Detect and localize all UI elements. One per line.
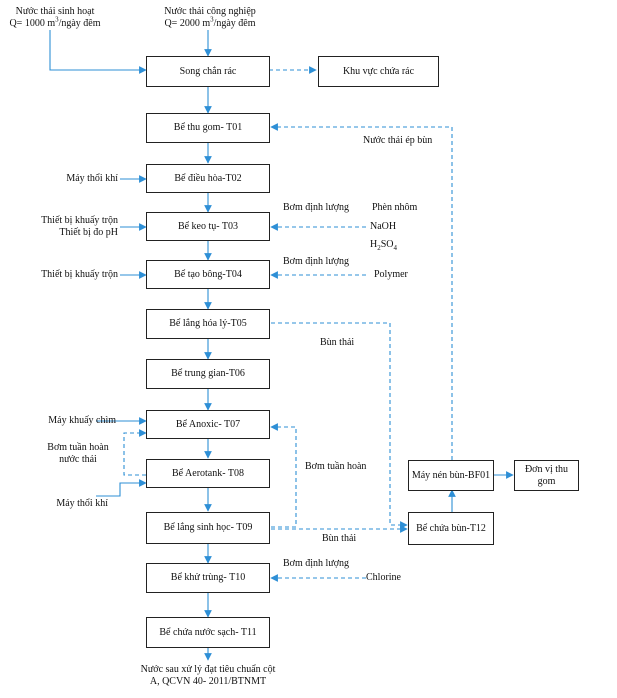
box-t06-label: Bể trung gian-T06 bbox=[171, 368, 245, 380]
box-t02[interactable]: Bể điều hòa-T02 bbox=[146, 164, 270, 193]
output-line2: A, QCVN 40- 2011/BTNMT bbox=[149, 675, 267, 687]
box-t11-label: Bể chứa nước sạch- T11 bbox=[159, 626, 257, 638]
naoh-label: NaOH bbox=[370, 221, 397, 232]
box-t07[interactable]: Bể Anoxic- T07 bbox=[146, 410, 270, 439]
sludge-1-label: Bùn thải bbox=[320, 337, 355, 348]
domestic-flow-sup: 3 bbox=[55, 15, 59, 24]
box-t11[interactable]: Bể chứa nước sạch- T11 bbox=[146, 617, 270, 648]
mixer-ph-label-line2: Thiết bị đo pH bbox=[59, 226, 118, 238]
box-collector-label: Đơn vị thu gom bbox=[524, 464, 569, 487]
alum-label: Phèn nhôm bbox=[372, 202, 418, 213]
sludge-t05-line bbox=[271, 322, 408, 529]
box-t05[interactable]: Bể lắng hóa lý-T05 bbox=[146, 309, 270, 339]
box-t01-label: Bể thu gom- T01 bbox=[173, 122, 243, 134]
h2so4-so: SO bbox=[380, 239, 394, 250]
air-blower-1-label: Máy thổi khí bbox=[66, 173, 118, 184]
dosing-pump-3-label: Bơm định lượng bbox=[283, 558, 350, 569]
dosing-pump-2-label: Bơm định lượng bbox=[283, 256, 350, 267]
box-t08-label: Bể Aerotank- T08 bbox=[171, 467, 245, 479]
air-blower-2-label: Máy thổi khí bbox=[56, 498, 108, 509]
press-water-label: Nước thải ép bùn bbox=[363, 135, 433, 146]
press-water-return-line bbox=[270, 123, 453, 460]
box-t12-label: Bể chứa bùn-T12 bbox=[416, 522, 486, 534]
box-t12[interactable]: Bể chứa bùn-T12 bbox=[408, 512, 494, 545]
box-t03-label: Bể keo tụ- T03 bbox=[177, 220, 239, 232]
mixer-ph-label-line1: Thiết bị khuấy trộn bbox=[41, 215, 118, 226]
polymer-label: Polymer bbox=[374, 269, 408, 280]
box-t09[interactable]: Bể lắng sinh học- T09 bbox=[146, 512, 270, 544]
recirc-pump-label-line2: nước thải bbox=[59, 453, 97, 465]
box-t07-label: Bể Anoxic- T07 bbox=[175, 418, 241, 430]
box-t10[interactable]: Bể khử trùng- T10 bbox=[146, 563, 270, 593]
output-line1: Nước sau xử lý đạt tiêu chuẩn cột bbox=[140, 664, 276, 675]
box-t01[interactable]: Bể thu gom- T01 bbox=[146, 113, 270, 143]
h2so4-sub1: 2 bbox=[377, 244, 381, 252]
domestic-input-label: Nước thải sinh hoạt Q= 1000 m3/ngày đêm bbox=[5, 6, 105, 29]
industrial-input-label: Nước thải công nghiệp Q= 2000 m3/ngày đê… bbox=[155, 6, 265, 29]
box-waste-area[interactable]: Khu vực chứa rác bbox=[318, 56, 439, 87]
water-recirc-line bbox=[123, 429, 147, 476]
box-bf01-label: Máy nén bùn-BF01 bbox=[411, 469, 491, 481]
box-t04[interactable]: Bể tạo bông-T04 bbox=[146, 260, 270, 289]
h2so4-sub2: 4 bbox=[393, 244, 398, 252]
domestic-line1: Nước thải sinh hoạt bbox=[15, 6, 95, 17]
industrial-flow-value: Q= 2000 m bbox=[164, 17, 211, 29]
domestic-flow-value: Q= 1000 m bbox=[9, 17, 56, 29]
box-collector[interactable]: Đơn vị thu gom bbox=[514, 460, 579, 491]
submersible-mixer-label: Máy khuấy chìm bbox=[48, 415, 116, 426]
chlorine-label: Chlorine bbox=[366, 572, 401, 583]
mixer-label: Thiết bị khuấy trộn bbox=[41, 269, 118, 280]
industrial-flow: Q= 2000 m3/ngày đêm bbox=[155, 15, 265, 30]
box-t05-label: Bể lắng hóa lý-T05 bbox=[169, 318, 247, 330]
air-blower-2-line bbox=[96, 479, 147, 497]
box-t08[interactable]: Bể Aerotank- T08 bbox=[146, 459, 270, 488]
box-t04-label: Bể tạo bông-T04 bbox=[174, 268, 242, 280]
domestic-inlet-line bbox=[49, 30, 147, 74]
industrial-flow-unit: /ngày đêm bbox=[213, 17, 256, 29]
sludge-recirc-label: Bơm tuần hoàn bbox=[305, 461, 367, 472]
domestic-flow: Q= 1000 m3/ngày đêm bbox=[5, 15, 105, 30]
treated-water-output-label: Nước sau xử lý đạt tiêu chuẩn cột A, QCV… bbox=[118, 664, 298, 687]
h2so4-h: H bbox=[370, 239, 378, 250]
recirc-pump-label: Bơm tuần hoàn nước thải bbox=[38, 442, 118, 465]
industrial-flow-sup: 3 bbox=[210, 15, 214, 24]
recirc-pump-label-line1: Bơm tuần hoàn bbox=[47, 442, 109, 453]
box-screen-label: Song chắn rác bbox=[179, 65, 237, 77]
box-t03[interactable]: Bể keo tụ- T03 bbox=[146, 212, 270, 241]
industrial-line1: Nước thải công nghiệp bbox=[164, 6, 256, 17]
box-t02-label: Bể điều hòa-T02 bbox=[174, 172, 242, 184]
dosing-pump-1-label: Bơm định lượng bbox=[283, 202, 350, 213]
sludge-2-label: Bùn thải bbox=[322, 533, 357, 544]
box-bf01[interactable]: Máy nén bùn-BF01 bbox=[408, 460, 494, 491]
mixer-ph-label: Thiết bị khuấy trộn Thiết bị đo pH bbox=[4, 215, 118, 238]
h2so4-label: H2SO4 bbox=[370, 239, 398, 252]
sludge-recirc-line bbox=[270, 423, 297, 528]
box-waste-area-label: Khu vực chứa rác bbox=[342, 65, 415, 77]
box-t09-label: Bể lắng sinh học- T09 bbox=[163, 522, 253, 534]
box-t06[interactable]: Bể trung gian-T06 bbox=[146, 359, 270, 389]
box-screen[interactable]: Song chắn rác bbox=[146, 56, 270, 87]
box-t10-label: Bể khử trùng- T10 bbox=[170, 572, 246, 584]
domestic-flow-unit: /ngày đêm bbox=[58, 17, 101, 29]
